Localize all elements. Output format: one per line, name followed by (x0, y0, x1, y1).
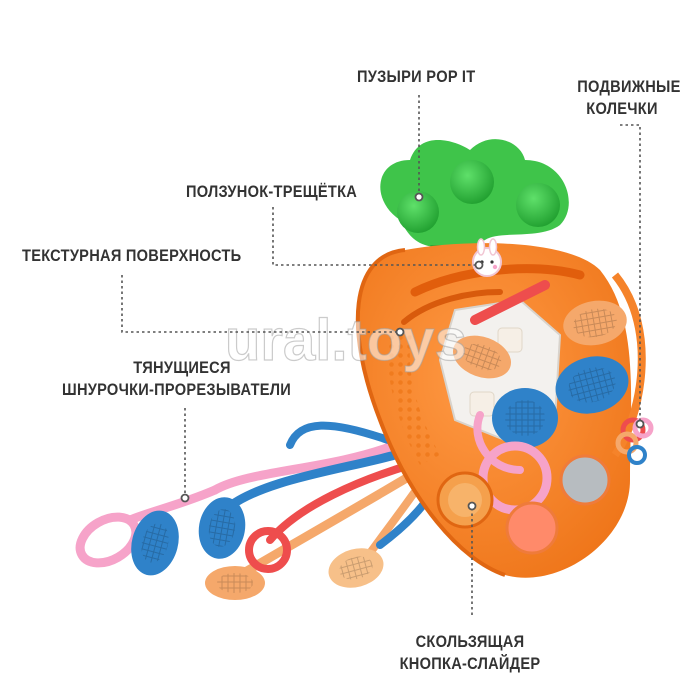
pop-it-leaves (380, 139, 569, 258)
label-pop-it: ПУЗЫРИ POP IT (357, 67, 476, 86)
label-rings-line2: КОЛЕЧКИ (586, 99, 658, 118)
label-rings-line1: ПОДВИЖНЫЕ (577, 77, 681, 96)
label-strings-line2: ШНУРОЧКИ-ПРОРЕЗЫВАТЕЛИ (62, 380, 292, 399)
label-button-line2: КНОПКА-СЛАЙДЕР (399, 654, 541, 673)
watermark: ural.toys (225, 308, 467, 373)
hanging-teethers (75, 497, 384, 600)
label-button-line1: СКОЛЬЗЯЩАЯ (415, 632, 525, 651)
label-texture: ТЕКСТУРНАЯ ПОВЕРХНОСТЬ (22, 246, 242, 265)
label-slider: ПОЛЗУНОК-ТРЕЩЁТКА (186, 182, 358, 201)
teether-discs (452, 300, 629, 448)
callout-lines (121, 95, 645, 618)
label-strings-line1: ТЯНУЩИЕСЯ (133, 358, 231, 377)
movable-rings (611, 272, 654, 465)
slide-button-area (436, 454, 611, 555)
